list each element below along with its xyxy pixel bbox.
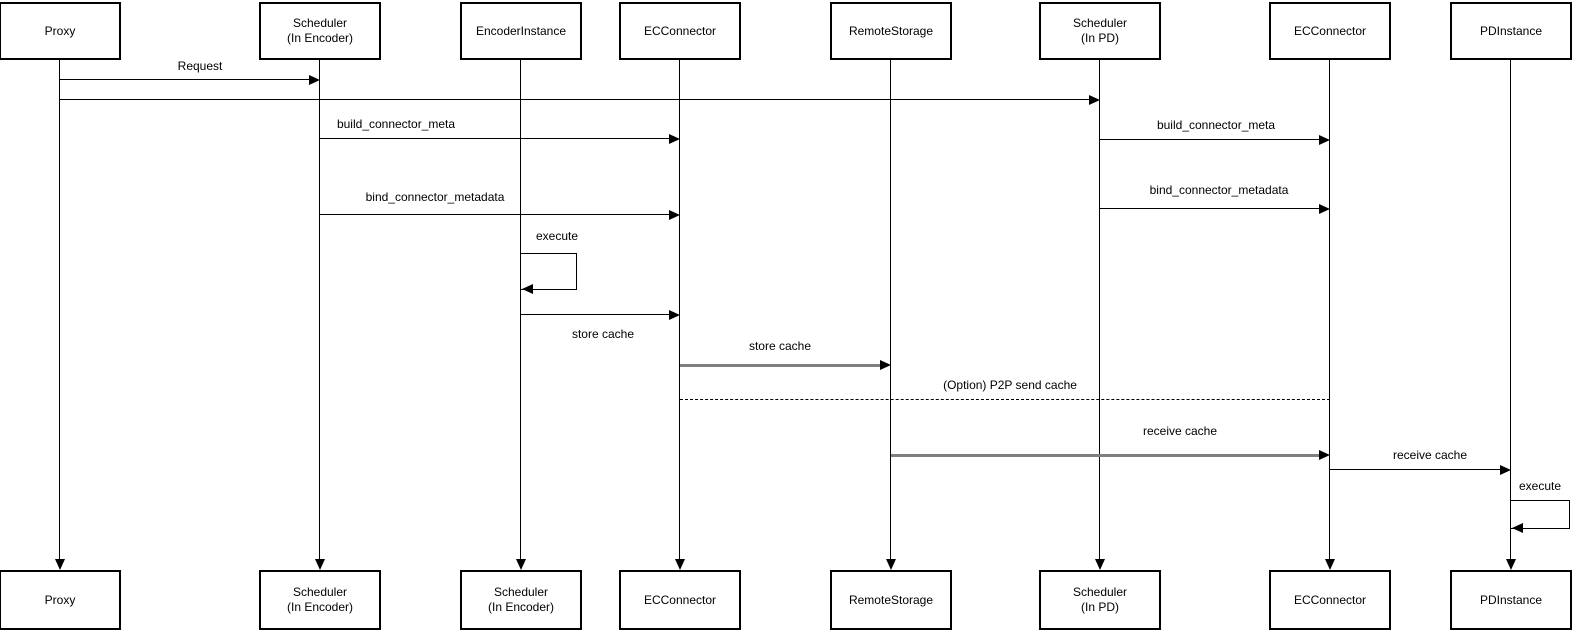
message-line-request (60, 79, 311, 80)
lifeline-proxy (59, 60, 61, 559)
actor-label: Scheduler (1072, 16, 1128, 30)
actor-label: RemoteStorage (848, 23, 934, 38)
lifeline-ec-connector-encoder (679, 60, 681, 559)
actor-box-bottom-remote-storage: RemoteStorage (830, 570, 952, 630)
message-label-bind-connector-metadata-encoder: bind_connector_metadata (365, 190, 505, 204)
actor-label: ECConnector (1293, 23, 1367, 38)
actor-box-bottom-scheduler-in-encoder: Scheduler(In Encoder) (259, 570, 381, 630)
arrowhead-execute-encoder (522, 284, 533, 294)
self-message-execute-pd (1511, 500, 1570, 529)
actor-label: ECConnector (643, 592, 717, 607)
message-label-bind-connector-metadata-pd: bind_connector_metadata (1149, 183, 1289, 197)
lifeline-arrowhead-pd-instance (1506, 559, 1516, 570)
lifeline-arrowhead-encoder-instance (516, 559, 526, 570)
arrowhead-bind-connector-metadata-encoder (669, 210, 680, 220)
lifeline-remote-storage (890, 60, 892, 559)
lifeline-arrowhead-proxy (55, 559, 65, 570)
lifeline-scheduler-in-pd (1099, 60, 1101, 559)
message-label-execute-encoder: execute (535, 229, 579, 243)
message-label-encoder-to-ecconnector: store cache (571, 327, 635, 341)
actor-box-bottom-scheduler-in-pd: Scheduler(In PD) (1039, 570, 1161, 630)
actor-label: RemoteStorage (848, 592, 934, 607)
message-line-p2p-send-cache (680, 399, 1330, 400)
actor-label: (In Encoder) (487, 600, 555, 614)
message-line-receive-cache-to-pdinstance (1330, 469, 1502, 470)
lifeline-arrowhead-scheduler-in-encoder (315, 559, 325, 570)
lifeline-ec-connector-pd (1329, 60, 1331, 559)
message-line-build-connector-meta-pd (1100, 139, 1321, 140)
actor-box-bottom-proxy: Proxy (0, 570, 121, 630)
lifeline-arrowhead-ec-connector-pd (1325, 559, 1335, 570)
actor-label: (In Encoder) (286, 600, 354, 614)
actor-box-top-ec-connector-encoder: ECConnector (619, 2, 741, 60)
message-label-p2p-send-cache: (Option) P2P send cache (943, 378, 1077, 392)
lifeline-arrowhead-remote-storage (886, 559, 896, 570)
message-label-build-connector-meta-encoder: build_connector_meta (336, 117, 456, 131)
actor-box-top-scheduler-in-pd: Scheduler(In PD) (1039, 2, 1161, 60)
message-line-bind-connector-metadata-pd (1100, 208, 1321, 209)
arrowhead-store-cache-to-remote-storage (880, 360, 891, 370)
arrowhead-execute-pd (1512, 523, 1523, 533)
actor-box-top-pd-instance: PDInstance (1450, 2, 1572, 60)
actor-label: (In Encoder) (286, 31, 354, 45)
actor-label: ECConnector (643, 23, 717, 38)
actor-box-bottom-ec-connector-encoder: ECConnector (619, 570, 741, 630)
arrowhead-encoder-to-ecconnector (669, 310, 680, 320)
arrowhead-proxy-to-scheduler-pd (1089, 95, 1100, 105)
actor-label: EncoderInstance (475, 23, 567, 38)
lifeline-arrowhead-scheduler-in-pd (1095, 559, 1105, 570)
message-line-bind-connector-metadata-encoder (320, 214, 671, 215)
actor-box-top-ec-connector-pd: ECConnector (1269, 2, 1391, 60)
actor-box-top-scheduler-in-encoder: Scheduler(In Encoder) (259, 2, 381, 60)
actor-box-bottom-pd-instance: PDInstance (1450, 570, 1572, 630)
actor-label: ECConnector (1293, 592, 1367, 607)
message-line-receive-cache-from-remote (891, 453, 1321, 457)
message-label-store-cache-to-remote-storage: store cache (748, 339, 812, 353)
actor-label: (In PD) (1080, 31, 1119, 45)
actor-box-top-proxy: Proxy (0, 2, 121, 60)
lifeline-arrowhead-ec-connector-encoder (675, 559, 685, 570)
actor-box-bottom-encoder-instance: Scheduler(In Encoder) (460, 570, 582, 630)
arrowhead-request (309, 75, 320, 85)
actor-label: Proxy (44, 23, 76, 38)
message-label-build-connector-meta-pd: build_connector_meta (1156, 118, 1276, 132)
lifeline-scheduler-in-encoder (319, 60, 321, 559)
message-label-request: Request (177, 59, 223, 73)
message-label-execute-pd: execute (1518, 479, 1562, 493)
actor-label: Scheduler (493, 585, 549, 599)
actor-box-top-encoder-instance: EncoderInstance (460, 2, 582, 60)
actor-label: (In PD) (1080, 600, 1119, 614)
message-label-receive-cache-to-pdinstance: receive cache (1392, 448, 1468, 462)
arrowhead-bind-connector-metadata-pd (1319, 204, 1330, 214)
actor-label: Scheduler (1072, 585, 1128, 599)
message-line-encoder-to-ecconnector (521, 314, 671, 315)
actor-box-top-remote-storage: RemoteStorage (830, 2, 952, 60)
actor-label: Scheduler (292, 585, 348, 599)
actor-label: PDInstance (1479, 592, 1543, 607)
arrowhead-build-connector-meta-pd (1319, 135, 1330, 145)
actor-label: Proxy (44, 592, 76, 607)
arrowhead-build-connector-meta-encoder (669, 134, 680, 144)
message-label-receive-cache-from-remote: receive cache (1142, 424, 1218, 438)
actor-label: PDInstance (1479, 23, 1543, 38)
actor-box-bottom-ec-connector-pd: ECConnector (1269, 570, 1391, 630)
arrowhead-receive-cache-to-pdinstance (1500, 465, 1511, 475)
actor-label: Scheduler (292, 16, 348, 30)
message-line-proxy-to-scheduler-pd (60, 99, 1091, 100)
lifeline-pd-instance (1510, 60, 1512, 559)
arrowhead-receive-cache-from-remote (1319, 450, 1330, 460)
message-line-store-cache-to-remote-storage (680, 363, 882, 367)
self-message-execute-encoder (521, 253, 577, 290)
message-line-build-connector-meta-encoder (320, 138, 671, 139)
lifeline-encoder-instance (520, 60, 522, 559)
